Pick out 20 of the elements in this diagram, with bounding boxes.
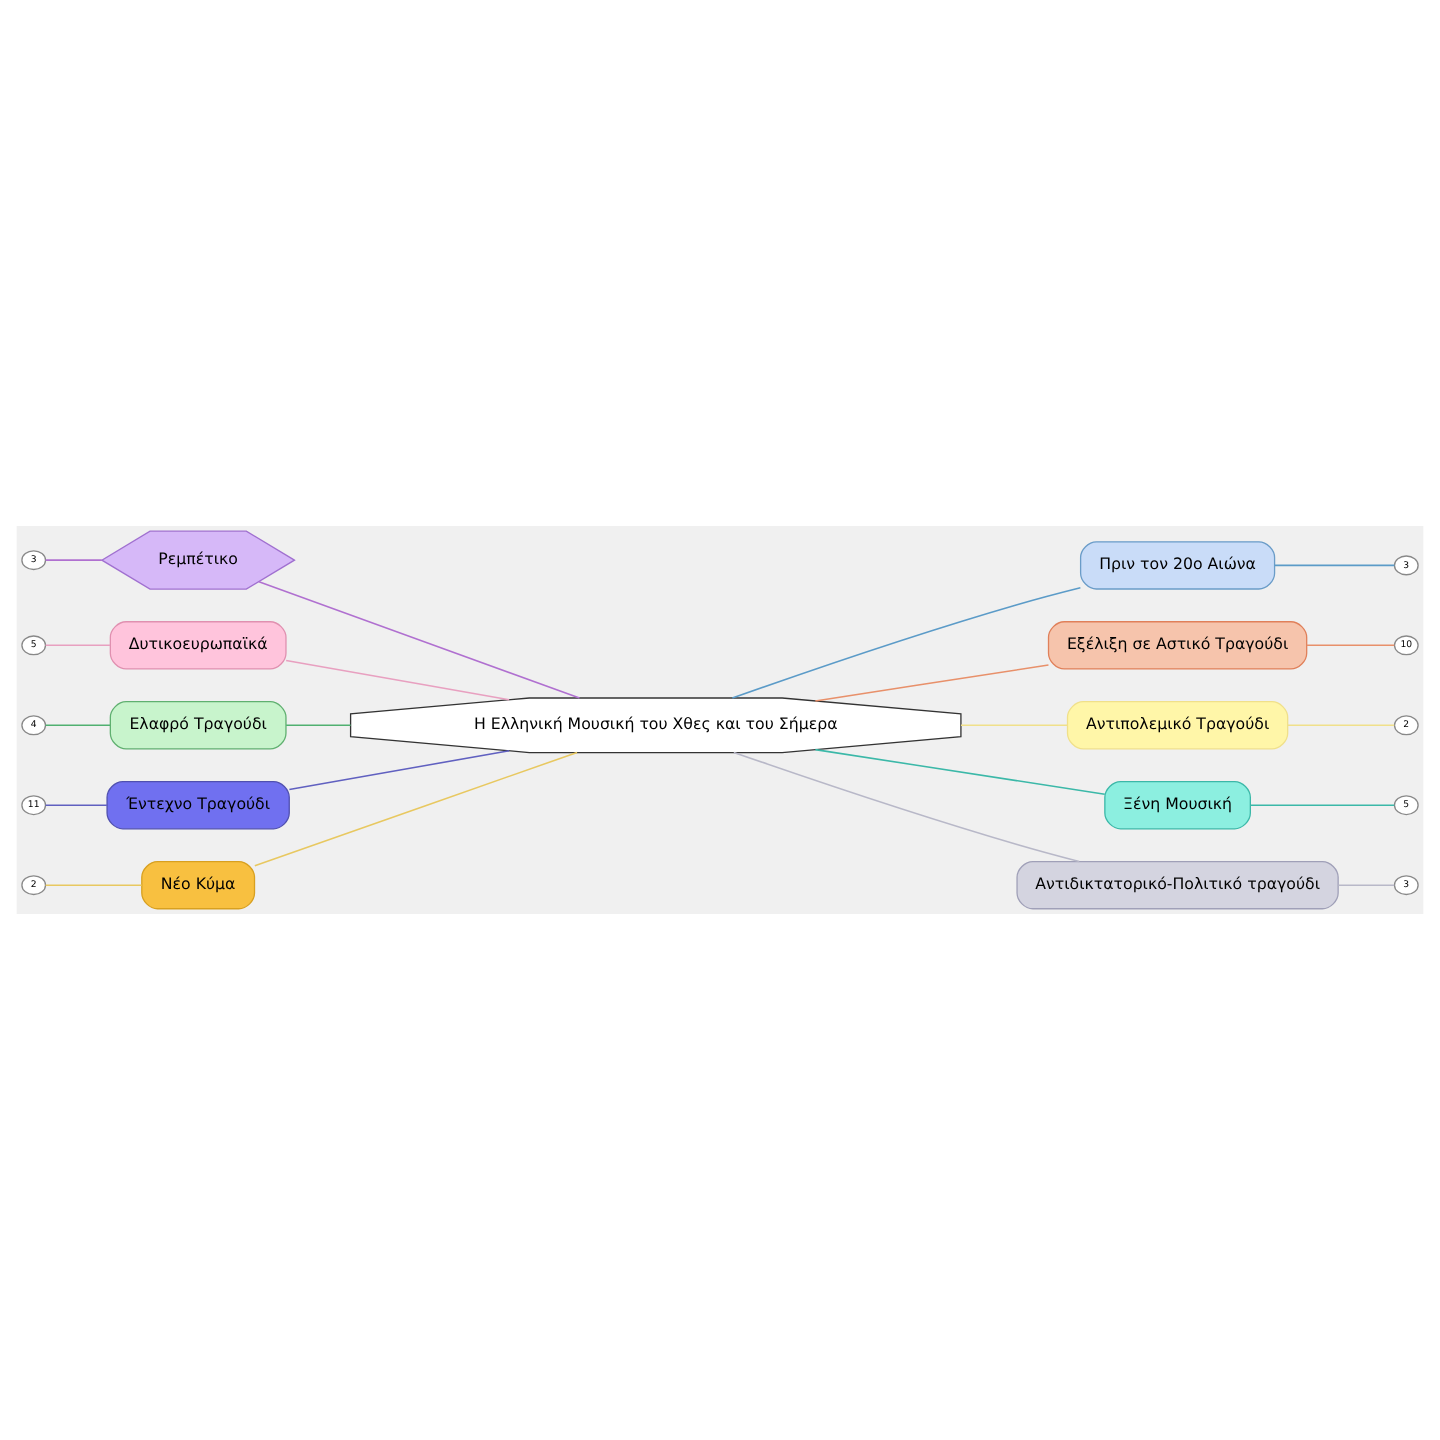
connector (1337, 884, 1395, 886)
connector (44, 804, 108, 806)
connector (44, 644, 111, 647)
connector (731, 586, 1082, 699)
connector (1274, 564, 1396, 567)
connector (288, 750, 511, 791)
connector (44, 724, 111, 727)
connector (1287, 724, 1395, 727)
connector (960, 724, 1069, 727)
connector (814, 748, 1106, 795)
connector (1249, 804, 1396, 806)
connector (733, 751, 1080, 863)
connector (285, 659, 510, 701)
connector (44, 884, 143, 886)
connector (258, 580, 581, 699)
connector (44, 559, 103, 561)
connector (814, 664, 1050, 702)
connector (254, 751, 578, 867)
connector (1306, 644, 1396, 647)
connector (285, 724, 352, 727)
